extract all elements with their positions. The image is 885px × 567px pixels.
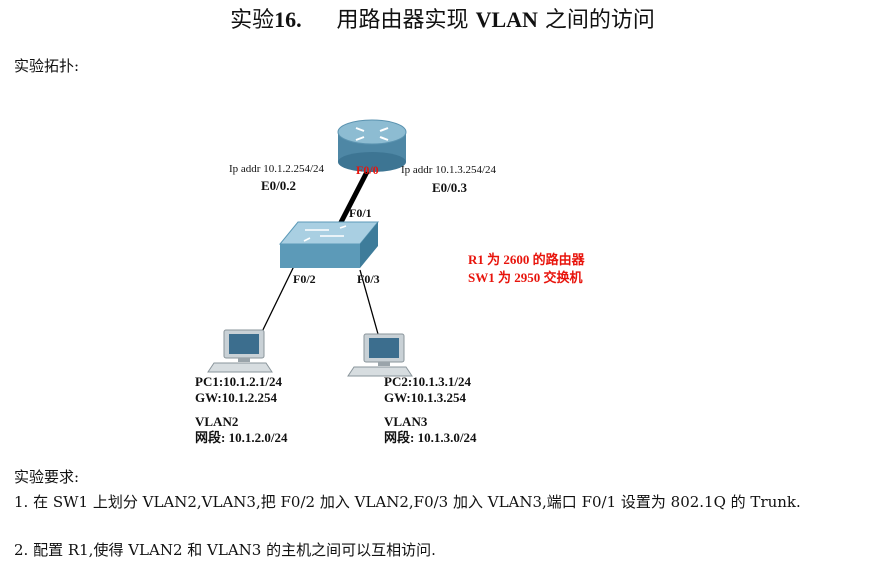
title-text-b: 之间的访问 — [544, 8, 655, 33]
pc1-computer-icon — [207, 329, 273, 373]
router-left-ip: Ip addr 10.1.2.254/24 — [229, 163, 325, 175]
pc1-link — [257, 261, 297, 341]
pc1-ip: PC1:10.1.2.1/24 — [195, 374, 283, 389]
title-number: 16. — [274, 7, 302, 32]
switch-port-right: F0/3 — [357, 272, 380, 286]
pc2-segment: 网段: 10.1.3.0/24 — [384, 430, 477, 445]
requirement-item-1: 1. 在 SW1 上划分 VLAN2,VLAN3,把 F0/2 加入 VLAN2… — [14, 493, 801, 511]
subinterface-right: E0/0.3 — [432, 180, 468, 195]
router-port-label: F0/0 — [356, 163, 379, 177]
requirements-heading: 实验要求: — [14, 468, 80, 486]
switch-port-left: F0/2 — [293, 272, 316, 286]
pc1-info: PC1:10.1.2.1/24 GW:10.1.2.254 — [195, 374, 282, 406]
pc2-info: PC2:10.1.3.1/24 GW:10.1.3.254 — [384, 374, 471, 406]
subinterface-left: E0/0.2 — [261, 178, 297, 193]
pc2-ip: PC2:10.1.3.1/24 — [384, 374, 472, 389]
title-prefix: 实验 — [230, 8, 275, 33]
router-icon — [337, 119, 407, 172]
note-router: R1 为 2600 的路由器 — [468, 252, 585, 267]
pc2-vlan: VLAN3 — [384, 414, 428, 429]
switch-uplink-port: F0/1 — [349, 206, 372, 220]
pc1-vlan-info: VLAN2 网段: 10.1.2.0/24 — [195, 414, 287, 446]
switch-icon — [278, 221, 380, 268]
router-switch-link — [333, 164, 373, 234]
pc2-link — [359, 269, 379, 335]
router-right-ip: Ip addr 10.1.3.254/24 — [401, 164, 497, 176]
pc2-computer-icon — [347, 333, 413, 377]
pc2-vlan-info: VLAN3 网段: 10.1.3.0/24 — [384, 414, 476, 446]
note-switch: SW1 为 2950 交换机 — [468, 270, 583, 285]
requirement-item-2: 2. 配置 R1,使得 VLAN2 和 VLAN3 的主机之间可以互相访问. — [14, 541, 436, 559]
title-text-a: 用路由器实现 — [336, 8, 469, 33]
pc1-vlan: VLAN2 — [195, 414, 239, 429]
pc1-gateway: GW:10.1.2.254 — [195, 390, 277, 405]
title-vlan: VLAN — [475, 7, 538, 32]
page-title: 实验16. 用路由器实现 VLAN 之间的访问 — [0, 2, 885, 34]
pc1-segment: 网段: 10.1.2.0/24 — [195, 430, 288, 445]
pc2-gateway: GW:10.1.3.254 — [384, 390, 466, 405]
topology-heading: 实验拓扑: — [14, 57, 80, 75]
